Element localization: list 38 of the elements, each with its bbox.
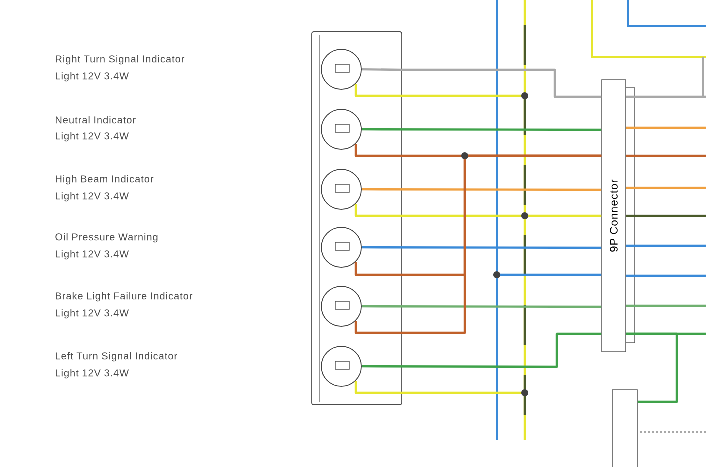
lamp-label: Right Turn Signal Indicator <box>56 55 185 65</box>
wire <box>626 186 706 190</box>
lamp-label: Light 12V 3.4W <box>56 72 130 82</box>
lamp-label: Light 12V 3.4W <box>56 192 130 202</box>
bulb-symbol <box>321 169 362 210</box>
wire <box>362 246 602 250</box>
wire <box>626 244 706 248</box>
lamp-label: Light 12V 3.4W <box>56 132 130 142</box>
wire <box>626 332 706 336</box>
wire <box>362 68 602 98</box>
bulb-symbol <box>321 286 362 327</box>
lamp-label: Light 12V 3.4W <box>56 309 130 319</box>
bulb-housing <box>312 32 402 406</box>
bulb-symbol <box>321 109 362 150</box>
wire <box>362 332 602 368</box>
lamp-label: Brake Light Failure Indicator <box>56 292 193 302</box>
connector-block: 9P Connector <box>602 80 636 352</box>
wire <box>626 274 706 278</box>
connector-block <box>612 390 638 467</box>
lamp-label: Light 12V 3.4W <box>56 369 130 379</box>
wire <box>626 304 706 308</box>
wire <box>626 214 706 218</box>
bulb-symbol <box>321 227 362 268</box>
wire <box>354 154 602 334</box>
wire <box>354 204 602 218</box>
bulb-symbol <box>321 346 362 387</box>
bulb-symbol <box>321 49 362 90</box>
wire <box>362 305 602 308</box>
lamp-label: Neutral Indicator <box>56 116 136 124</box>
lamp-label: High Beam Indicator <box>56 175 154 185</box>
lamp-label: Left Turn Signal Indicator <box>56 352 178 362</box>
wire <box>362 188 602 192</box>
lamp-label: Light 12V 3.4W <box>56 250 130 260</box>
wire <box>362 128 602 132</box>
lamp-label: Oil Pressure Warning <box>56 233 158 243</box>
wire <box>626 96 706 98</box>
wire <box>626 126 706 130</box>
wire <box>626 154 706 158</box>
